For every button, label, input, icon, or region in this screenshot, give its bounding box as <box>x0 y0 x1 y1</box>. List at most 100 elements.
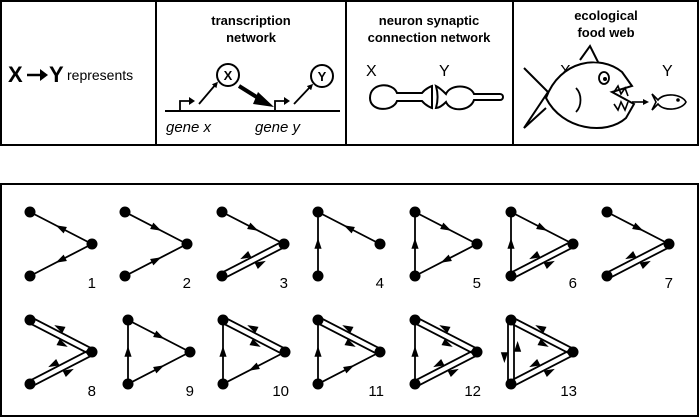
motif-arrowhead <box>48 359 60 368</box>
motif-arrowhead <box>344 338 356 347</box>
lead-arrow-head <box>40 69 48 81</box>
motif-node <box>409 270 421 282</box>
motif-number-label: 8 <box>88 383 96 400</box>
neuron-title-line2: connection network <box>368 30 492 45</box>
motif-node <box>409 206 421 218</box>
motif-edge <box>30 316 94 351</box>
motif-7: 7 <box>601 206 675 292</box>
food-web-title-line2: food web <box>577 25 634 40</box>
motif-arrowhead <box>535 325 547 334</box>
motif-node <box>24 206 36 218</box>
motif-edge <box>605 240 669 275</box>
motif-edge <box>415 353 479 388</box>
neuron-title-line1: neuron synaptic <box>379 13 479 28</box>
motif-node <box>601 206 613 218</box>
motif-2: 2 <box>119 206 193 292</box>
motif-arrowhead <box>55 225 67 234</box>
transcription-title-line2: network <box>226 30 277 45</box>
motif-arrowhead <box>153 365 165 374</box>
motif-9: 9 <box>122 314 196 400</box>
motif-edge <box>511 245 575 280</box>
motif-11: 11 <box>312 314 386 400</box>
motif-arrowhead <box>150 222 162 231</box>
motif-node <box>374 238 386 250</box>
motif-edge <box>30 353 94 388</box>
motif-arrowhead <box>639 260 651 269</box>
gene-x-to-protein-arrow <box>198 81 218 105</box>
protein-x-node <box>216 63 240 87</box>
protein-y-node <box>310 64 334 88</box>
motif-node <box>505 314 517 326</box>
legend-panel: X Y represents transcription network X <box>0 0 699 146</box>
motif-node <box>119 206 131 218</box>
motif-arrowhead <box>55 254 67 263</box>
motif-node <box>409 378 421 390</box>
motif-arrowhead <box>314 346 322 357</box>
motif-node <box>122 314 134 326</box>
neuron-y-label: Y <box>439 63 450 80</box>
motif-node <box>86 238 98 250</box>
motif-arrowhead <box>54 325 66 334</box>
motif-node <box>312 378 324 390</box>
motif-node <box>24 378 36 390</box>
motif-arrowhead <box>543 260 555 269</box>
legend-lead: X Y represents <box>8 62 133 87</box>
motif-arrowhead <box>411 346 419 357</box>
motif-arrowhead <box>219 346 227 357</box>
motif-arrowhead <box>342 325 354 334</box>
promoter-y-arrow <box>284 97 290 105</box>
motif-arrowhead <box>433 359 445 368</box>
motif-node <box>278 238 290 250</box>
motif-edge <box>28 348 92 383</box>
motif-number-label: 6 <box>569 275 577 292</box>
motif-number-label: 12 <box>464 383 481 400</box>
neuron-panel: neuron synaptic connection network X Y <box>366 13 504 111</box>
motif-3: 3 <box>216 206 290 292</box>
motif-edge <box>220 240 284 275</box>
motif-arrowhead <box>150 257 162 266</box>
motif-number-label: 9 <box>186 383 194 400</box>
lead-x-label: X <box>8 62 23 87</box>
motif-12: 12 <box>409 314 483 400</box>
motif-node <box>567 346 579 358</box>
motif-edge <box>413 321 477 356</box>
neuron-x-shape <box>368 84 433 110</box>
gene-x-label: gene x <box>166 119 212 136</box>
food-web-y-label: Y <box>662 63 673 80</box>
motif-node <box>184 346 196 358</box>
motif-edge <box>607 245 671 280</box>
motif-edge <box>28 321 92 356</box>
motif-node <box>374 346 386 358</box>
motif-node <box>181 238 193 250</box>
motif-edge <box>318 316 382 351</box>
motif-node <box>505 378 517 390</box>
motif-arrowhead <box>314 238 322 249</box>
motif-node <box>216 206 228 218</box>
motif-node <box>312 314 324 326</box>
motif-edge <box>221 321 285 356</box>
motif-node <box>119 270 131 282</box>
motif-arrowhead <box>529 359 541 368</box>
motif-number-label: 3 <box>280 275 288 292</box>
promoter-x-icon <box>179 100 191 111</box>
motif-node <box>567 238 579 250</box>
motif-arrowhead <box>153 330 165 339</box>
motif-edge <box>511 353 575 388</box>
motif-node <box>471 346 483 358</box>
motif-arrowhead <box>249 338 261 347</box>
transcription-panel: transcription network X Y gene x gene y <box>165 13 340 136</box>
neuron-x-label: X <box>366 63 377 80</box>
motif-arrowhead <box>254 260 266 269</box>
motif-number-label: 5 <box>473 275 481 292</box>
motif-panel-frame <box>0 183 699 417</box>
motif-4: 4 <box>312 206 386 292</box>
motif-arrowhead <box>343 365 355 374</box>
motif-edge <box>509 240 573 275</box>
motif-number-label: 1 <box>88 275 96 292</box>
motif-arrowhead <box>507 238 515 249</box>
motif-arrowhead <box>447 368 459 377</box>
promoter-x-arrow <box>189 97 195 105</box>
motif-edge <box>413 348 477 383</box>
motif-edge <box>222 245 286 280</box>
